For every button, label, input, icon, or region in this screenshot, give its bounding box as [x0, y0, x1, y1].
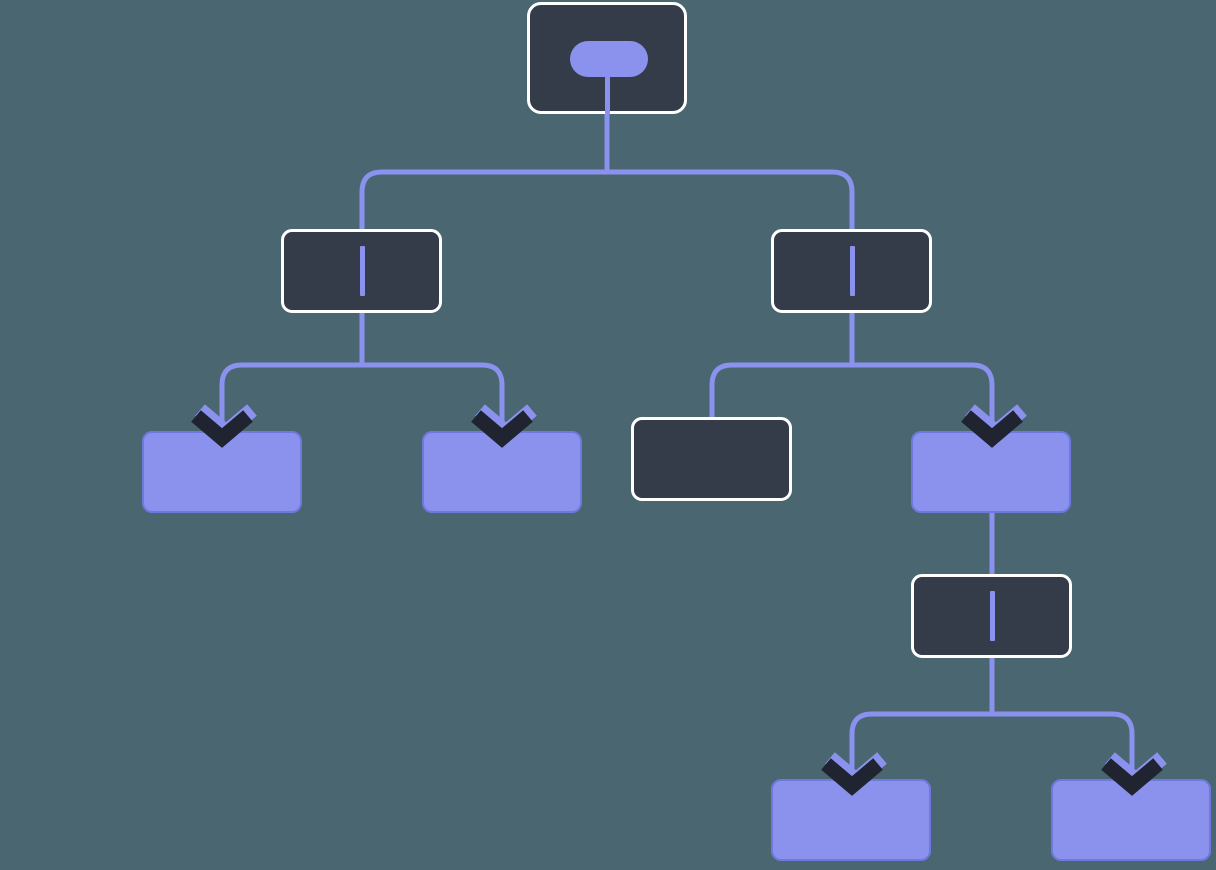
dark-node-no-arrow[interactable] [631, 417, 792, 501]
edge-root-to-right [604, 114, 855, 229]
through-edge-segment [359, 246, 365, 296]
leaf-node-2[interactable] [422, 431, 582, 513]
edge-deep-to-leaf5 [989, 658, 1135, 782]
leaf-node-1[interactable] [142, 431, 302, 513]
branch-node-right[interactable] [771, 229, 932, 313]
edge-root-to-left [359, 114, 610, 229]
branch-node-deep[interactable] [911, 574, 1072, 658]
branch-node-left[interactable] [281, 229, 442, 313]
edge-right-to-leaf3 [849, 313, 995, 434]
root-node[interactable] [527, 2, 687, 114]
through-edge-segment [849, 246, 855, 296]
leaf-node-3[interactable] [911, 431, 1071, 513]
leaf-node-4[interactable] [771, 779, 931, 861]
edge-right-to-dark [709, 313, 855, 417]
edge-left-to-leaf1 [219, 313, 365, 434]
edge-left-to-leaf2 [359, 313, 505, 434]
through-edge-segment [989, 591, 995, 641]
leaf-node-5[interactable] [1051, 779, 1211, 861]
root-stem-marker [605, 74, 610, 114]
edge-deep-to-leaf4 [849, 658, 995, 782]
root-pill-marker [570, 41, 648, 77]
